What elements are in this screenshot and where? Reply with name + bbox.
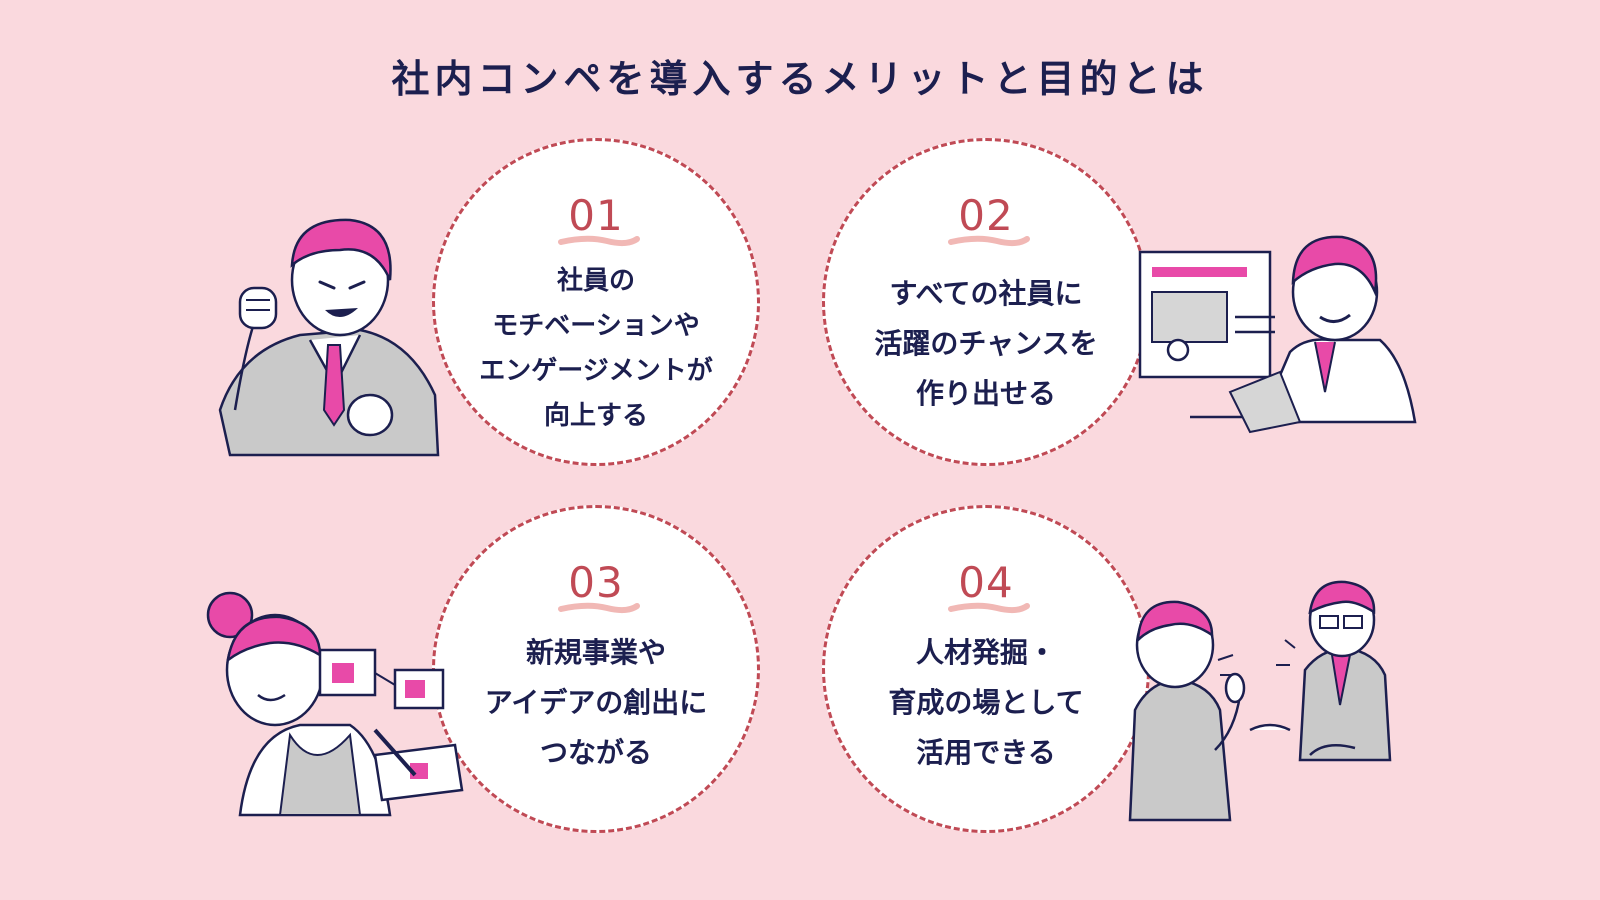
merit-number: 04 — [958, 558, 1014, 607]
woman-planning-icon — [206, 591, 464, 817]
merit-text: 新規事業や アイデアの創出に つながる — [484, 636, 708, 769]
merit-card-04: 04 人材発掘・ 育成の場として 活用できる — [822, 505, 1150, 833]
brush-underline-icon — [948, 235, 1030, 247]
excited-businessman-icon — [218, 218, 440, 457]
brush-underline-icon — [558, 602, 640, 614]
brush-underline-icon — [558, 235, 640, 247]
mentor-and-colleague-icon — [1128, 580, 1392, 822]
merit-number: 01 — [568, 191, 624, 240]
merit-number: 02 — [958, 191, 1014, 240]
merit-text: すべての社員に 活躍のチャンスを 作り出せる — [874, 277, 1098, 410]
merit-card-03: 03 新規事業や アイデアの創出に つながる — [432, 505, 760, 833]
merit-card-01: 01 社員の モチベーションや エンゲージメントが 向上する — [432, 138, 760, 466]
page-title: 社内コンペを導入するメリットと目的とは — [391, 57, 1209, 101]
merit-text: 社員の モチベーションや エンゲージメントが 向上する — [479, 266, 713, 431]
merit-text: 人材発掘・ 育成の場として 活用できる — [888, 636, 1084, 769]
merit-number: 03 — [568, 558, 624, 607]
presenter-with-screen-icon — [1138, 235, 1417, 434]
merit-card-02: 02 すべての社員に 活躍のチャンスを 作り出せる — [822, 138, 1150, 466]
brush-underline-icon — [948, 602, 1030, 614]
